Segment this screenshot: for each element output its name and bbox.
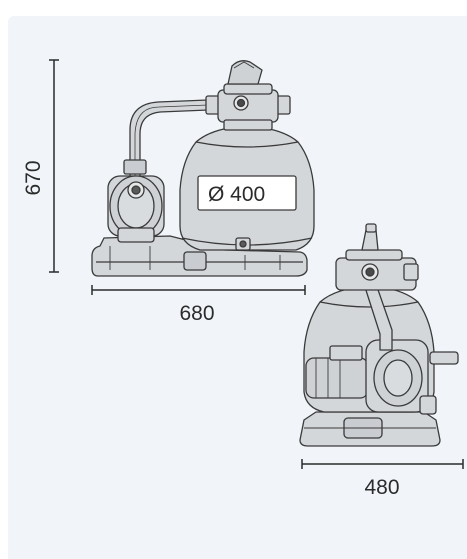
- multiport-valve: [205, 60, 291, 131]
- side-pump: [365, 339, 459, 415]
- height-label: 670: [22, 160, 45, 195]
- width-dimension-line: [91, 285, 306, 295]
- side-view: [299, 223, 459, 447]
- front-view: [91, 60, 315, 277]
- diameter-label: Ø 400: [208, 183, 265, 206]
- dimension-lines-front: [49, 59, 306, 295]
- width-label: 680: [179, 302, 214, 325]
- dimension-lines-side: [301, 459, 464, 469]
- diameter-label-box: [197, 175, 297, 211]
- height-dimension-line: [49, 59, 59, 273]
- front-pump: [107, 175, 165, 243]
- depth-label: 480: [364, 476, 399, 499]
- drain-plug: [235, 237, 251, 251]
- depth-dimension-line: [301, 459, 464, 469]
- side-valve: [335, 223, 419, 291]
- filter-tank: [179, 125, 315, 251]
